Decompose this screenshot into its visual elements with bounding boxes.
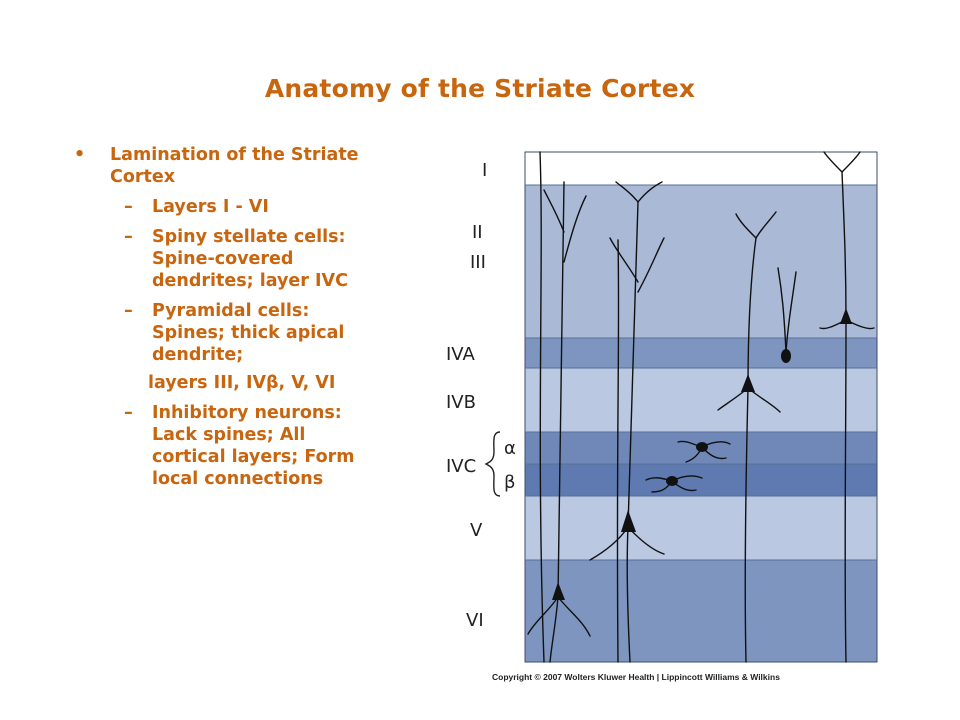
layer-label-beta: β <box>504 472 516 493</box>
layer-IVA-band <box>525 338 877 368</box>
pyramidal-continuation: layers III, IVβ, V, VI <box>148 373 336 393</box>
layer-label-IVA: IVA <box>446 344 475 365</box>
sub-bullet-inhibitory: – Inhibitory neurons: Lack spines; All c… <box>72 402 372 490</box>
layer-label-IVC: IVC <box>446 456 476 477</box>
sub-bullet-inhibitory-text: Inhibitory neurons: Lack spines; All cor… <box>152 403 355 489</box>
bullet-list: • Lamination of the Striate Cortex – Lay… <box>72 144 372 498</box>
sub-bullet-layers-text: Layers I - VI <box>152 197 269 217</box>
ivc-brace-icon <box>484 431 501 497</box>
layer-IVC-beta-band <box>525 464 877 496</box>
bullet-dot-icon: • <box>74 145 86 165</box>
layer-label-III: III <box>470 252 486 273</box>
layer-label-alpha: α <box>504 438 516 459</box>
sub-bullet-pyramidal: – Pyramidal cells: Spines; thick apical … <box>72 300 372 366</box>
slide-title: Anatomy of the Striate Cortex <box>264 74 696 103</box>
dash-icon: – <box>124 227 133 247</box>
layer-label-I: I <box>482 160 487 181</box>
layer-label-IVB: IVB <box>446 392 476 413</box>
dash-icon: – <box>124 301 133 321</box>
cortex-lamination-svg: I II III IVA IVB IVC α β V VI <box>446 151 878 663</box>
figure-copyright: Copyright © 2007 Wolters Kluwer Health |… <box>492 672 780 682</box>
layer-label-V: V <box>470 520 483 541</box>
dash-icon: – <box>124 403 133 423</box>
sub-bullet-spiny-stellate-text: Spiny stellate cells: Spine-covered dend… <box>152 227 348 291</box>
layer-label-II: II <box>472 222 483 243</box>
sub-bullet-layers: – Layers I - VI <box>72 196 372 218</box>
layer-V-band <box>525 496 877 560</box>
layer-VI-band <box>525 560 877 662</box>
layer-II-III-band <box>525 185 877 338</box>
cortex-lamination-figure: I II III IVA IVB IVC α β V VI <box>440 142 890 687</box>
bullet-lamination: • Lamination of the Striate Cortex <box>72 144 372 188</box>
layer-I-band <box>525 152 877 185</box>
dash-icon: – <box>124 197 133 217</box>
layer-label-VI: VI <box>466 610 484 631</box>
sub-bullet-spiny-stellate: – Spiny stellate cells: Spine-covered de… <box>72 226 372 292</box>
sub-bullet-pyramidal-text: Pyramidal cells: Spines; thick apical de… <box>152 301 345 365</box>
layer-IVB-band <box>525 368 877 432</box>
bullet-lamination-text: Lamination of the Striate Cortex <box>110 145 359 187</box>
